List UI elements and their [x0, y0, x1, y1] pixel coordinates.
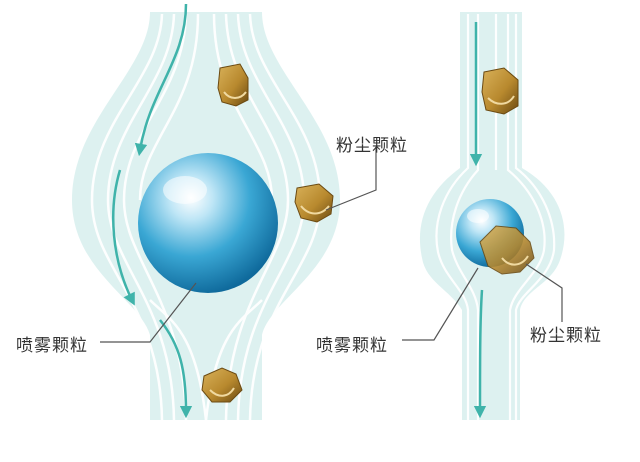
right-spray-label: 喷雾颗粒: [316, 336, 388, 356]
right-dust-leader-line: [525, 263, 563, 322]
right-dust-label: 粉尘颗粒: [530, 326, 602, 346]
left-dust-label: 粉尘颗粒: [336, 136, 408, 156]
right-flow-arrow-bottom: [473, 289, 487, 419]
left-flow-arrow-bottom: [159, 319, 193, 419]
left-dust-particle-top: [217, 63, 249, 107]
left-spray-label: 喷雾颗粒: [16, 336, 88, 356]
left-flow-arrow-side: [112, 169, 135, 306]
right-panel: [402, 12, 565, 420]
right-dust-particle-attached: [479, 225, 535, 275]
right-spray-leader-line: [402, 267, 479, 341]
left-droplet-highlight: [163, 176, 207, 204]
right-dust-particle-top: [481, 67, 519, 115]
left-panel: [72, 3, 377, 421]
left-flow-arrow-top: [134, 3, 188, 157]
left-dust-particle-bottom: [201, 367, 243, 403]
left-dust-leader-line: [325, 148, 377, 211]
left-dust-particle-side: [294, 183, 334, 223]
left-spray-droplet: [138, 153, 278, 293]
right-droplet-highlight: [467, 209, 489, 223]
left-spray-leader-line: [100, 282, 197, 343]
